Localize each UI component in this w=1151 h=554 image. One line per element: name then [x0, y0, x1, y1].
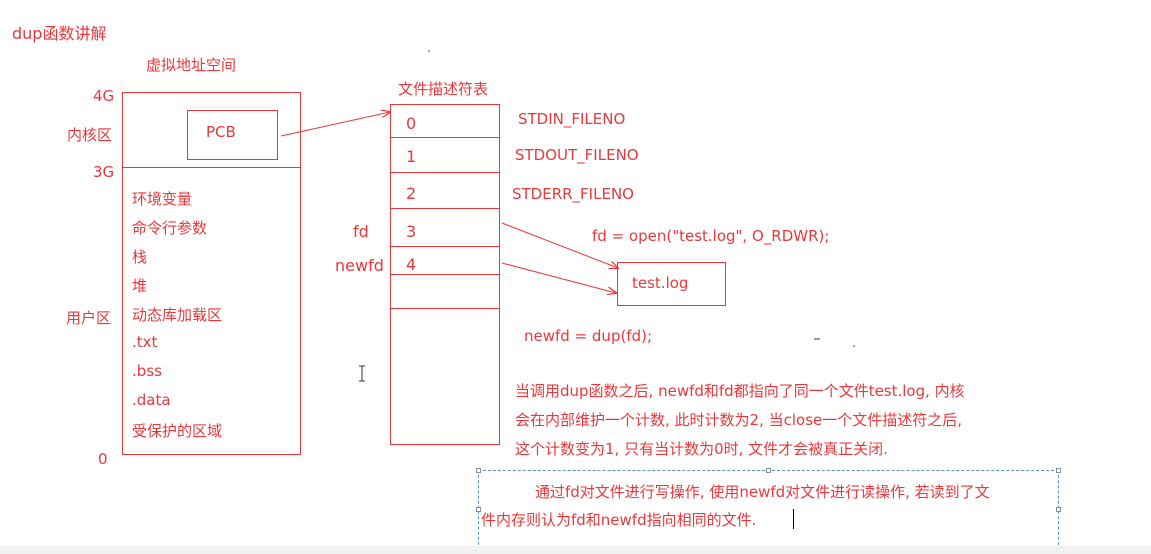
- fd-number: 2: [406, 184, 417, 203]
- fd-number: 4: [406, 255, 417, 274]
- fd-number: 0: [406, 114, 417, 133]
- kernel-area-label: 内核区: [67, 126, 113, 144]
- selected-text-line: 件内存则认为fd和newfd指向相同的文件.: [481, 511, 757, 529]
- stray-dot: [853, 345, 855, 347]
- fd-number: 1: [406, 147, 417, 166]
- memory-heading: 虚拟地址空间: [146, 56, 237, 74]
- newfd-label: newfd: [335, 256, 384, 275]
- newfd-to-file-arrow: [501, 262, 616, 293]
- fd-row: 1: [390, 138, 500, 173]
- user-item: 栈: [132, 248, 148, 266]
- user-item: .txt: [132, 333, 158, 351]
- selected-text-line: 通过fd对文件进行写操作, 使用newfd对文件进行读操作, 若读到了文: [535, 483, 990, 501]
- pcb-to-fdtable-arrow: [280, 112, 390, 137]
- user-item: 命令行参数: [132, 219, 208, 237]
- pcb-box: PCB: [187, 110, 278, 160]
- user-item: .bss: [132, 362, 162, 380]
- fd-label: fd: [353, 222, 369, 241]
- resize-handle[interactable]: [766, 468, 771, 473]
- user-item: 动态库加载区: [132, 306, 223, 324]
- label-3g: 3G: [93, 163, 115, 181]
- file-box: test.log: [617, 262, 726, 306]
- fd-row: 3: [390, 209, 500, 247]
- file-box-label: test.log: [632, 274, 689, 292]
- fd-table-heading: 文件描述符表: [398, 80, 489, 98]
- stdout-label: STDOUT_FILENO: [515, 146, 639, 164]
- resize-handle[interactable]: [476, 468, 481, 473]
- resize-handle[interactable]: [476, 507, 481, 512]
- pcb-label: PCB: [206, 123, 236, 141]
- open-call-code: fd = open("test.log", O_RDWR);: [592, 227, 830, 245]
- stdin-label: STDIN_FILENO: [518, 110, 626, 128]
- explanation-line: 这个计数变为1, 只有当计数为0时, 文件才会被真正关闭.: [515, 440, 888, 458]
- ibeam-cursor-icon: [359, 365, 365, 382]
- user-item: 堆: [132, 277, 148, 295]
- fd-to-file-arrow: [501, 222, 618, 268]
- user-item: .data: [132, 391, 171, 409]
- stderr-label: STDERR_FILENO: [512, 185, 634, 203]
- user-item: 受保护的区域: [132, 422, 223, 440]
- resize-handle[interactable]: [1056, 507, 1061, 512]
- fd-row: 2: [390, 173, 500, 209]
- kernel-user-divider: [122, 167, 301, 168]
- user-area-label: 用户区: [66, 309, 112, 327]
- page-title: dup函数讲解: [12, 24, 107, 43]
- fd-row-empty: [390, 275, 500, 309]
- fd-row: 0: [390, 104, 500, 138]
- explanation-line: 当调用dup函数之后, newfd和fd都指向了同一个文件test.log, 内…: [515, 382, 965, 400]
- resize-handle[interactable]: [1056, 468, 1061, 473]
- dup-call-code: newfd = dup(fd);: [524, 327, 653, 345]
- fd-number: 3: [406, 222, 417, 241]
- user-item: 环境变量: [132, 190, 193, 208]
- bottom-scroll-strip: [0, 546, 1151, 554]
- selected-textbox[interactable]: 通过fd对文件进行写操作, 使用newfd对文件进行读操作, 若读到了文 件内存…: [478, 470, 1059, 550]
- stray-dot: [428, 50, 430, 52]
- text-caret: [793, 509, 794, 529]
- explanation-line: 会在内部维护一个计数, 此时计数为2, 当close一个文件描述符之后,: [515, 411, 963, 429]
- label-4g: 4G: [93, 87, 115, 105]
- fd-row: 4: [390, 247, 500, 275]
- memory-space-box: [122, 92, 301, 455]
- label-0: 0: [98, 450, 108, 468]
